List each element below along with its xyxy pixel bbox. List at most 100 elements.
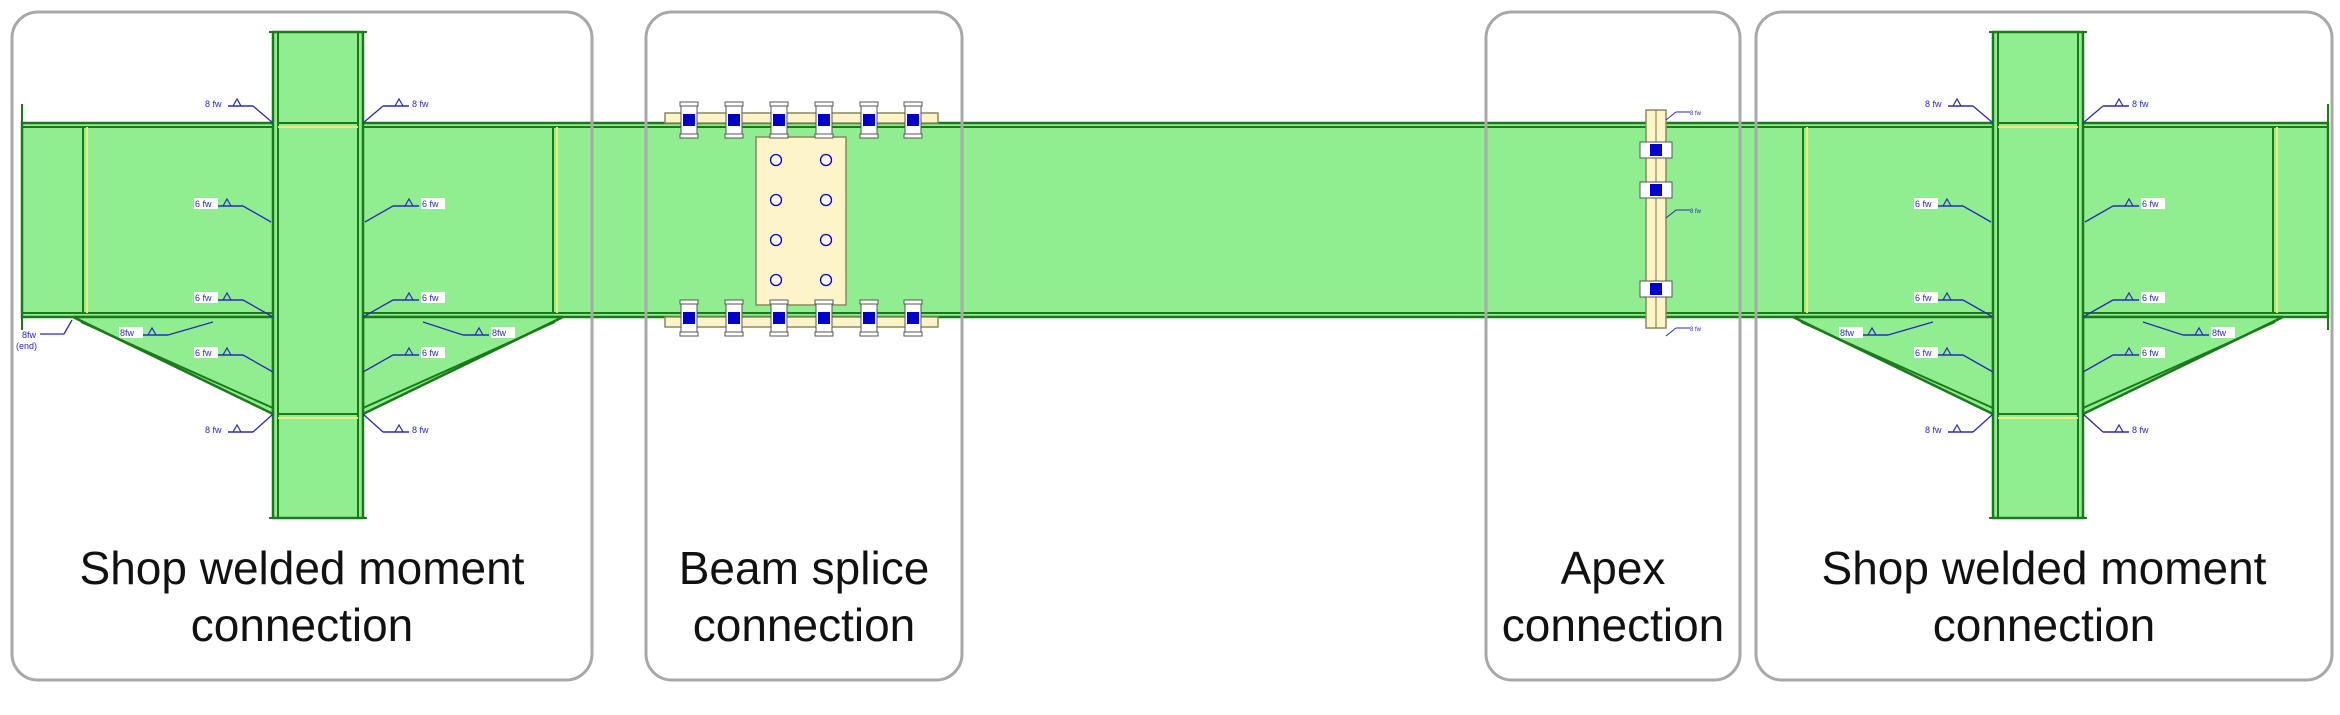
splice-flange-plate	[664, 112, 939, 124]
weld-triangle	[2114, 97, 2124, 107]
weld-triangle	[232, 423, 242, 433]
bolt-head	[773, 114, 785, 126]
bolt-icon	[724, 299, 744, 337]
bolt-hole-icon	[769, 233, 783, 247]
bolt-nut	[679, 299, 699, 305]
weld-triangle	[1942, 346, 1952, 356]
weld-label: 8 fw	[205, 99, 222, 109]
weld-symbol-icon: 6 fw	[362, 346, 445, 373]
weld-triangle	[394, 423, 404, 433]
panel-frame-4	[1754, 10, 2334, 682]
weld-leader-line	[167, 321, 214, 336]
weld-leader-line	[1972, 105, 1994, 124]
haunch-flange	[80, 321, 274, 409]
weld-label: 8fw	[1840, 328, 1855, 338]
bolt-head	[863, 114, 875, 126]
bolt-hole-icon	[819, 153, 833, 167]
weld-symbol-icon: 8 fw	[1924, 413, 1994, 435]
weld-label: 6 fw	[422, 348, 439, 358]
weld-leader-line	[362, 413, 384, 433]
panel-frame-1	[10, 10, 594, 682]
bolt-head	[773, 312, 785, 324]
weld-label-bg	[2131, 424, 2155, 435]
weld-label-bg	[1924, 424, 1948, 435]
weld-label-bg	[491, 327, 515, 338]
weld-triangle	[2124, 291, 2134, 301]
weld-leader-line	[1887, 321, 1934, 336]
weld-label: 8 fw	[1690, 111, 1702, 117]
weld-label: 6 fw	[195, 293, 212, 303]
weld-triangle	[404, 291, 414, 301]
weld-label: 6 fw	[2142, 348, 2159, 358]
weld-triangle	[2114, 423, 2124, 433]
weld-triangle	[394, 97, 404, 107]
weld-leader-line	[2082, 299, 2114, 318]
weld-label-bg	[1839, 327, 1863, 338]
weld-leader-line	[242, 354, 274, 373]
weld-label: 8 fw	[2132, 99, 2149, 109]
weld-symbol-icon: 6 fw	[2082, 291, 2165, 318]
weld-leader-line	[252, 105, 274, 124]
weld-symbol-icon: 8 fw	[2082, 413, 2155, 435]
weld-triangle	[1952, 97, 1962, 107]
weld-symbol-icon: 8 fw	[1924, 97, 1994, 124]
weld-label-bg	[1914, 198, 1938, 209]
panel-frame-2	[644, 10, 964, 682]
bolt-icon	[679, 101, 699, 139]
bolt-icon	[769, 299, 789, 337]
bolt-icon	[1639, 280, 1673, 298]
weld-label-bg	[2211, 327, 2235, 338]
weld-label-bg	[194, 347, 218, 358]
column	[271, 30, 365, 520]
weld-label: 8fw	[492, 328, 507, 338]
weld-symbol-icon: 8fw	[422, 321, 515, 338]
weld-label-bg	[194, 292, 218, 303]
weld-label: 8fw	[22, 330, 37, 340]
bolt-head	[1650, 283, 1662, 295]
weld-label: 8 fw	[1690, 209, 1702, 215]
weld-label-bg	[1914, 347, 1938, 358]
bolt-nut	[724, 101, 744, 107]
weld-symbol-icon: 8fw	[2142, 321, 2235, 338]
rafter-beam	[20, 121, 2330, 319]
weld-label: 6 fw	[195, 199, 212, 209]
bolt-nut	[769, 299, 789, 305]
bolt-nut	[679, 331, 699, 337]
bolt-nut	[903, 101, 923, 107]
weld-symbol-icon: 6 fw	[1914, 291, 1994, 318]
bolt-nut	[769, 331, 789, 337]
weld-leader-line	[1665, 209, 1677, 219]
bolt-head	[683, 114, 695, 126]
weld-triangle	[474, 326, 484, 336]
bolt-head	[907, 114, 919, 126]
weld-leader-line	[2082, 105, 2104, 124]
weld-label: 6 fw	[1915, 348, 1932, 358]
weld-label: 8fw	[2212, 328, 2227, 338]
bolt-hole-icon	[819, 273, 833, 287]
bolt-hole-icon	[769, 193, 783, 207]
bolt-head	[907, 312, 919, 324]
bolt-icon	[903, 101, 923, 139]
bolt-nut	[769, 101, 789, 107]
weld-leader-line	[362, 354, 394, 373]
weld-label: 6 fw	[2142, 293, 2159, 303]
weld-symbol-icon: 6 fw	[2082, 346, 2165, 373]
weld-label: 8 fw	[205, 425, 222, 435]
weld-leader-line	[362, 299, 394, 318]
weld-symbol-icon: 8fw(end)	[16, 319, 73, 351]
weld-triangle	[2124, 197, 2134, 207]
bolt-hole-icon	[769, 273, 783, 287]
bolt-icon	[1639, 141, 1673, 159]
weld-triangle	[2124, 346, 2134, 356]
weld-label: 8 fw	[2132, 425, 2149, 435]
bolt-nut	[679, 101, 699, 107]
splice-flange-plate	[664, 316, 939, 328]
weld-triangle	[1942, 291, 1952, 301]
bolt-head	[1650, 144, 1662, 156]
splice-web-plate	[755, 136, 847, 306]
haunch-flange	[362, 321, 556, 409]
weld-label: 6 fw	[422, 199, 439, 209]
weld-label-bg	[421, 198, 445, 209]
